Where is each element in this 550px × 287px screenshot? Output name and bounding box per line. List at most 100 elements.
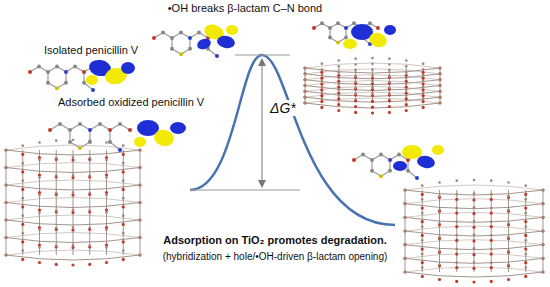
titanium-atom — [388, 69, 391, 72]
titanium-atom — [354, 63, 357, 66]
oxygen-atom — [405, 109, 408, 112]
oxygen-atom — [422, 88, 425, 91]
titanium-atom — [55, 174, 58, 177]
titanium-atom — [304, 73, 307, 76]
titanium-atom — [404, 216, 407, 219]
titanium-atom — [404, 189, 407, 192]
oxygen-atom — [490, 198, 493, 201]
oxygen-atom — [490, 266, 493, 269]
titanium-atom — [438, 250, 441, 253]
titanium-atom — [507, 222, 510, 225]
oxygen-atom — [21, 223, 24, 226]
titanium-atom — [105, 229, 108, 232]
lattice-line — [405, 185, 543, 190]
titanium-atom — [88, 209, 91, 212]
atom — [91, 88, 95, 92]
oxygen-atom — [105, 156, 108, 159]
titanium-atom — [21, 162, 24, 165]
titanium-atom — [405, 77, 408, 80]
titanium-atom — [507, 195, 510, 198]
atom — [370, 169, 374, 173]
oxygen-atom — [38, 243, 41, 246]
oxygen-atom — [88, 210, 91, 213]
titanium-atom — [139, 219, 142, 222]
atom — [388, 158, 392, 162]
titanium-atom — [422, 68, 425, 71]
oxygen-atom — [438, 101, 441, 104]
oxygen-atom — [4, 201, 7, 204]
oxygen-atom — [71, 193, 74, 196]
titanium-atom — [38, 229, 41, 232]
titanium-atom — [337, 83, 340, 86]
oxygen-atom — [55, 210, 58, 213]
titanium-atom — [38, 194, 41, 197]
oxygen-atom — [388, 82, 391, 85]
titanium-atom — [388, 63, 391, 66]
oxygen-atom — [38, 261, 41, 264]
titanium-atom — [542, 257, 545, 260]
titanium-atom — [455, 261, 458, 264]
titanium-atom — [304, 67, 307, 70]
oxygen-atom — [320, 88, 323, 91]
titanium-atom — [122, 214, 125, 217]
oxygen-atom — [71, 211, 74, 214]
titanium-atom — [304, 84, 307, 87]
titanium-atom — [304, 90, 307, 93]
oxygen-atom — [21, 170, 24, 173]
titanium-atom — [371, 63, 374, 66]
atom — [188, 47, 192, 51]
titanium-atom — [524, 212, 527, 215]
oxygen-atom — [38, 191, 41, 194]
oxygen-atom — [421, 275, 424, 278]
oxygen-atom — [354, 99, 357, 102]
oxygen-atom — [320, 106, 323, 109]
oxygen-atom — [138, 166, 141, 169]
oxygen-atom — [303, 78, 306, 81]
oxygen-atom — [105, 191, 108, 194]
atom — [46, 70, 50, 74]
atom — [397, 153, 401, 157]
lattice-line — [372, 68, 373, 103]
titanium-atom — [105, 176, 108, 179]
arrow-head — [258, 58, 266, 66]
titanium-atom — [72, 191, 75, 194]
lattice-line — [73, 150, 74, 255]
titanium-atom — [371, 92, 374, 95]
titanium-atom — [371, 86, 374, 89]
molecule — [48, 120, 186, 152]
titanium-atom — [354, 81, 357, 84]
atom — [361, 153, 365, 157]
oxygen-atom — [122, 188, 125, 191]
oxygen-atom — [371, 111, 374, 114]
titanium-atom — [321, 86, 324, 89]
oxygen-atom — [524, 234, 527, 237]
oxygen-atom — [354, 87, 357, 90]
titanium-atom — [405, 59, 408, 62]
titanium-atom — [455, 248, 458, 251]
oxygen-atom — [88, 193, 91, 196]
titanium-atom — [542, 202, 545, 205]
titanium-atom — [422, 80, 425, 83]
atom — [197, 31, 201, 35]
titanium-atom — [421, 253, 424, 256]
titanium-atom — [122, 144, 125, 147]
titanium-atom — [524, 184, 527, 187]
titanium-atom — [38, 211, 41, 214]
lattice-line — [123, 150, 124, 255]
titanium-atom — [422, 86, 425, 89]
oxygen-atom — [138, 148, 141, 151]
titanium-atom — [88, 174, 91, 177]
oxygen-atom — [337, 97, 340, 100]
oxygen-atom — [388, 87, 391, 90]
oxygen-atom — [337, 74, 340, 77]
lattice-line — [389, 68, 390, 103]
atom — [215, 54, 219, 58]
oxygen-atom — [337, 109, 340, 112]
oxygen-atom — [371, 106, 374, 109]
titanium-atom — [439, 78, 442, 81]
atom — [78, 146, 82, 150]
oxygen-atom — [354, 111, 357, 114]
oxygen-atom — [541, 229, 544, 232]
titanium-atom — [5, 236, 8, 239]
